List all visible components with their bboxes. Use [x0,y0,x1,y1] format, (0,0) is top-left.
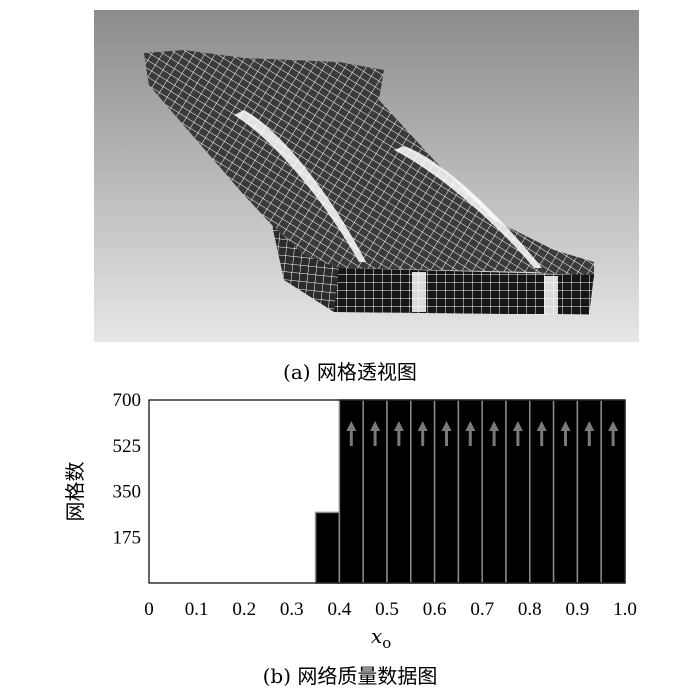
overflow-arrow-3 [393,421,404,446]
overflow-arrow-4 [417,421,428,446]
x-tick-label-6: 0.6 [423,599,447,620]
x-tick-label-0: 0 [144,599,154,620]
overflow-arrow-8 [512,421,523,446]
overflow-arrow-7 [489,421,500,446]
overflow-arrow-2 [370,421,381,446]
x-tick-label-2: 0.2 [232,599,256,620]
overflow-arrow-5 [441,421,452,446]
caption-b: (b) 网络质量数据图 [262,664,438,688]
plot-frame [148,399,626,584]
caption-a: (a) 网格透视图 [283,360,417,384]
mesh-quality-histogram: 0 0.1 0.2 0.3 0.4 0.5 0.6 0.7 0.8 0.9 1.0 175 350 525… [63,390,637,652]
x-tick-label-9: 0.9 [566,599,590,620]
front-slot-1 [412,272,426,312]
histogram-bar-0 [314,511,341,584]
mesh-top-surface [144,50,594,278]
overflow-arrow-1 [346,421,357,446]
overflow-arrow-6 [465,421,476,446]
y-tick-label-2: 525 [113,436,142,457]
mesh-front-face [334,268,594,315]
y-tick-label-3: 700 [113,390,142,411]
x-tick-label-7: 0.7 [470,599,494,620]
ticks-layer: 0 0.1 0.2 0.3 0.4 0.5 0.6 0.7 0.8 0.9 1.0 175 350 525… [113,390,637,620]
y-tick-label-1: 350 [113,482,142,503]
front-slot-2 [544,276,558,314]
blade-slot-2 [394,146,542,268]
x-axis-label: xo [371,624,391,652]
x-tick-label-3: 0.3 [280,599,304,620]
blade-slot-1 [234,110,366,262]
x-tick-label-1: 0.1 [185,599,209,620]
bars-layer [314,399,626,584]
y-axis-label: 网格数 [63,462,87,522]
x-tick-label-5: 0.5 [375,599,399,620]
mesh-perspective-image [94,10,639,342]
overflow-arrow-10 [560,421,571,446]
overflow-arrow-9 [536,421,547,446]
y-tick-label-0: 175 [113,527,142,548]
axes-layer [148,399,626,584]
x-tick-label-8: 0.8 [518,599,542,620]
overflow-arrow-11 [584,421,595,446]
overflow-arrow-12 [608,421,619,446]
x-tick-label-10: 1.0 [613,599,637,620]
x-tick-label-4: 0.4 [328,599,352,620]
